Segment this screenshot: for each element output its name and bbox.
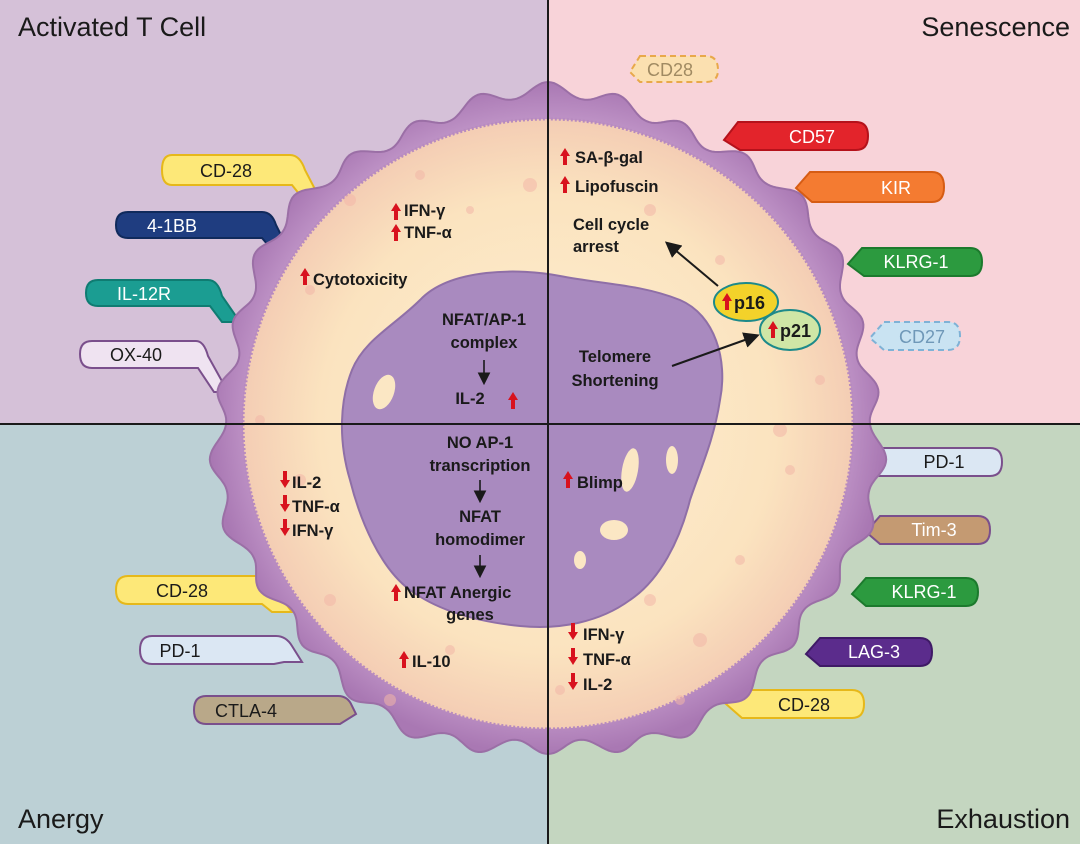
receptor-cd28-activated: CD-28 [160, 154, 320, 196]
senescence-sa-b-gal: SA-β-gal [560, 148, 643, 167]
nucleus-holes [372, 374, 678, 569]
svg-text:Tim-3: Tim-3 [911, 520, 956, 540]
svg-text:PD-1: PD-1 [159, 641, 200, 661]
title-anergy: Anergy [18, 804, 104, 834]
telomere-shortening-label: Telomere [579, 348, 651, 366]
receptor-klrg-1-senescence: KLRG-1 [846, 247, 984, 277]
svg-text:CD57: CD57 [789, 127, 835, 147]
nfat-ap1-complex-label-2: complex [451, 334, 519, 352]
receptor-cd28-anergy: CD-28 [114, 575, 294, 613]
anergy-il10: IL-10 [399, 651, 451, 671]
svg-text:IL-2: IL-2 [455, 390, 484, 408]
svg-text:p16: p16 [734, 293, 765, 313]
p21-bubble: p21 [759, 309, 821, 351]
granules [255, 170, 825, 706]
svg-text:IFN-γ: IFN-γ [404, 202, 446, 220]
svg-text:TNF-α: TNF-α [292, 498, 340, 516]
svg-text:IL-12R: IL-12R [117, 284, 171, 304]
receptor-ctla-4: CTLA-4 [192, 695, 358, 725]
svg-text:IFN-γ: IFN-γ [292, 522, 334, 540]
svg-text:TNF-α: TNF-α [404, 224, 452, 242]
activated-ifn: IFN-γ [391, 202, 446, 220]
receptor-4-1bb: 4-1BB [114, 211, 288, 246]
exhaustion-il2: IL-2 [568, 673, 612, 694]
no-ap1-label-2: transcription [430, 457, 531, 475]
receptor-tim-3: Tim-3 [864, 515, 992, 545]
svg-text:TNF-α: TNF-α [583, 651, 631, 669]
svg-text:4-1BB: 4-1BB [147, 216, 197, 236]
svg-text:PD-1: PD-1 [923, 452, 964, 472]
svg-text:NFAT Anergic: NFAT Anergic [404, 584, 511, 602]
receptor-kir: KIR [794, 171, 946, 203]
anergy-il2: IL-2 [280, 471, 321, 492]
svg-text:SA-β-gal: SA-β-gal [575, 149, 643, 167]
svg-text:OX-40: OX-40 [110, 345, 162, 365]
anergy-nfat-genes: NFAT Anergic genes [391, 584, 511, 624]
anergy-ifn: IFN-γ [280, 519, 334, 540]
svg-text:CD-28: CD-28 [156, 581, 208, 601]
receptor-cd28-exhaustion: CD-28 [724, 689, 866, 719]
receptor-klrg-1-exhaustion: KLRG-1 [850, 577, 980, 607]
svg-text:Cytotoxicity: Cytotoxicity [313, 271, 408, 289]
senescence-lipofuscin: Lipofuscin [560, 176, 658, 196]
svg-text:IL-2: IL-2 [583, 676, 612, 694]
exhaustion-ifn: IFN-γ [568, 623, 625, 644]
activated-cytotoxicity: Cytotoxicity [300, 268, 408, 289]
nfat-homodimer-label: NFAT [459, 508, 501, 526]
title-exhaustion: Exhaustion [936, 804, 1070, 834]
svg-text:Blimp: Blimp [577, 474, 623, 492]
svg-text:CD27: CD27 [899, 327, 945, 347]
activated-il2: IL-2 [455, 390, 518, 409]
receptor-pd-1-anergy: PD-1 [138, 635, 304, 665]
arrow-p16-to-arrest [664, 241, 719, 287]
title-activated: Activated T Cell [18, 12, 206, 42]
activated-tnf: TNF-α [391, 224, 452, 242]
receptor-cd28-senescence: CD28 [628, 55, 720, 83]
svg-text:CD28: CD28 [647, 60, 693, 80]
svg-text:IL-2: IL-2 [292, 474, 321, 492]
cell-cycle-arrest-label: Cell cycle [573, 216, 649, 234]
anergy-tnf: TNF-α [280, 495, 340, 516]
svg-text:genes: genes [446, 606, 494, 624]
receptor-cd57: CD57 [722, 121, 870, 151]
svg-text:CD-28: CD-28 [200, 161, 252, 181]
nfat-homodimer-label-2: homodimer [435, 531, 525, 549]
telomere-shortening-label-2: Shortening [571, 372, 658, 390]
receptor-cd27: CD27 [868, 321, 962, 351]
svg-text:LAG-3: LAG-3 [848, 642, 900, 662]
svg-text:IFN-γ: IFN-γ [583, 626, 625, 644]
exhaustion-blimp: Blimp [563, 471, 623, 492]
receptor-pd-1-exhaustion: PD-1 [850, 447, 1004, 477]
svg-text:KLRG-1: KLRG-1 [883, 252, 948, 272]
title-senescence: Senescence [921, 12, 1070, 42]
svg-text:CD-28: CD-28 [778, 695, 830, 715]
exhaustion-tnf: TNF-α [568, 648, 631, 669]
svg-text:KIR: KIR [881, 178, 911, 198]
svg-text:CTLA-4: CTLA-4 [215, 701, 277, 721]
receptor-il-12r: IL-12R [84, 279, 242, 323]
svg-text:IL-10: IL-10 [412, 653, 451, 671]
svg-text:Lipofuscin: Lipofuscin [575, 178, 658, 196]
nfat-ap1-complex-label: NFAT/AP-1 [442, 311, 526, 329]
svg-text:KLRG-1: KLRG-1 [891, 582, 956, 602]
p16-bubble: p16 [713, 282, 779, 322]
cell-cycle-arrest-label-2: arrest [573, 238, 619, 256]
svg-text:p21: p21 [780, 321, 811, 341]
receptor-ox-40: OX-40 [78, 340, 230, 393]
nucleus [340, 270, 724, 628]
no-ap1-label: NO AP-1 [447, 434, 513, 452]
receptor-lag-3: LAG-3 [804, 637, 934, 667]
arrow-telomere-to-p21 [671, 332, 760, 367]
